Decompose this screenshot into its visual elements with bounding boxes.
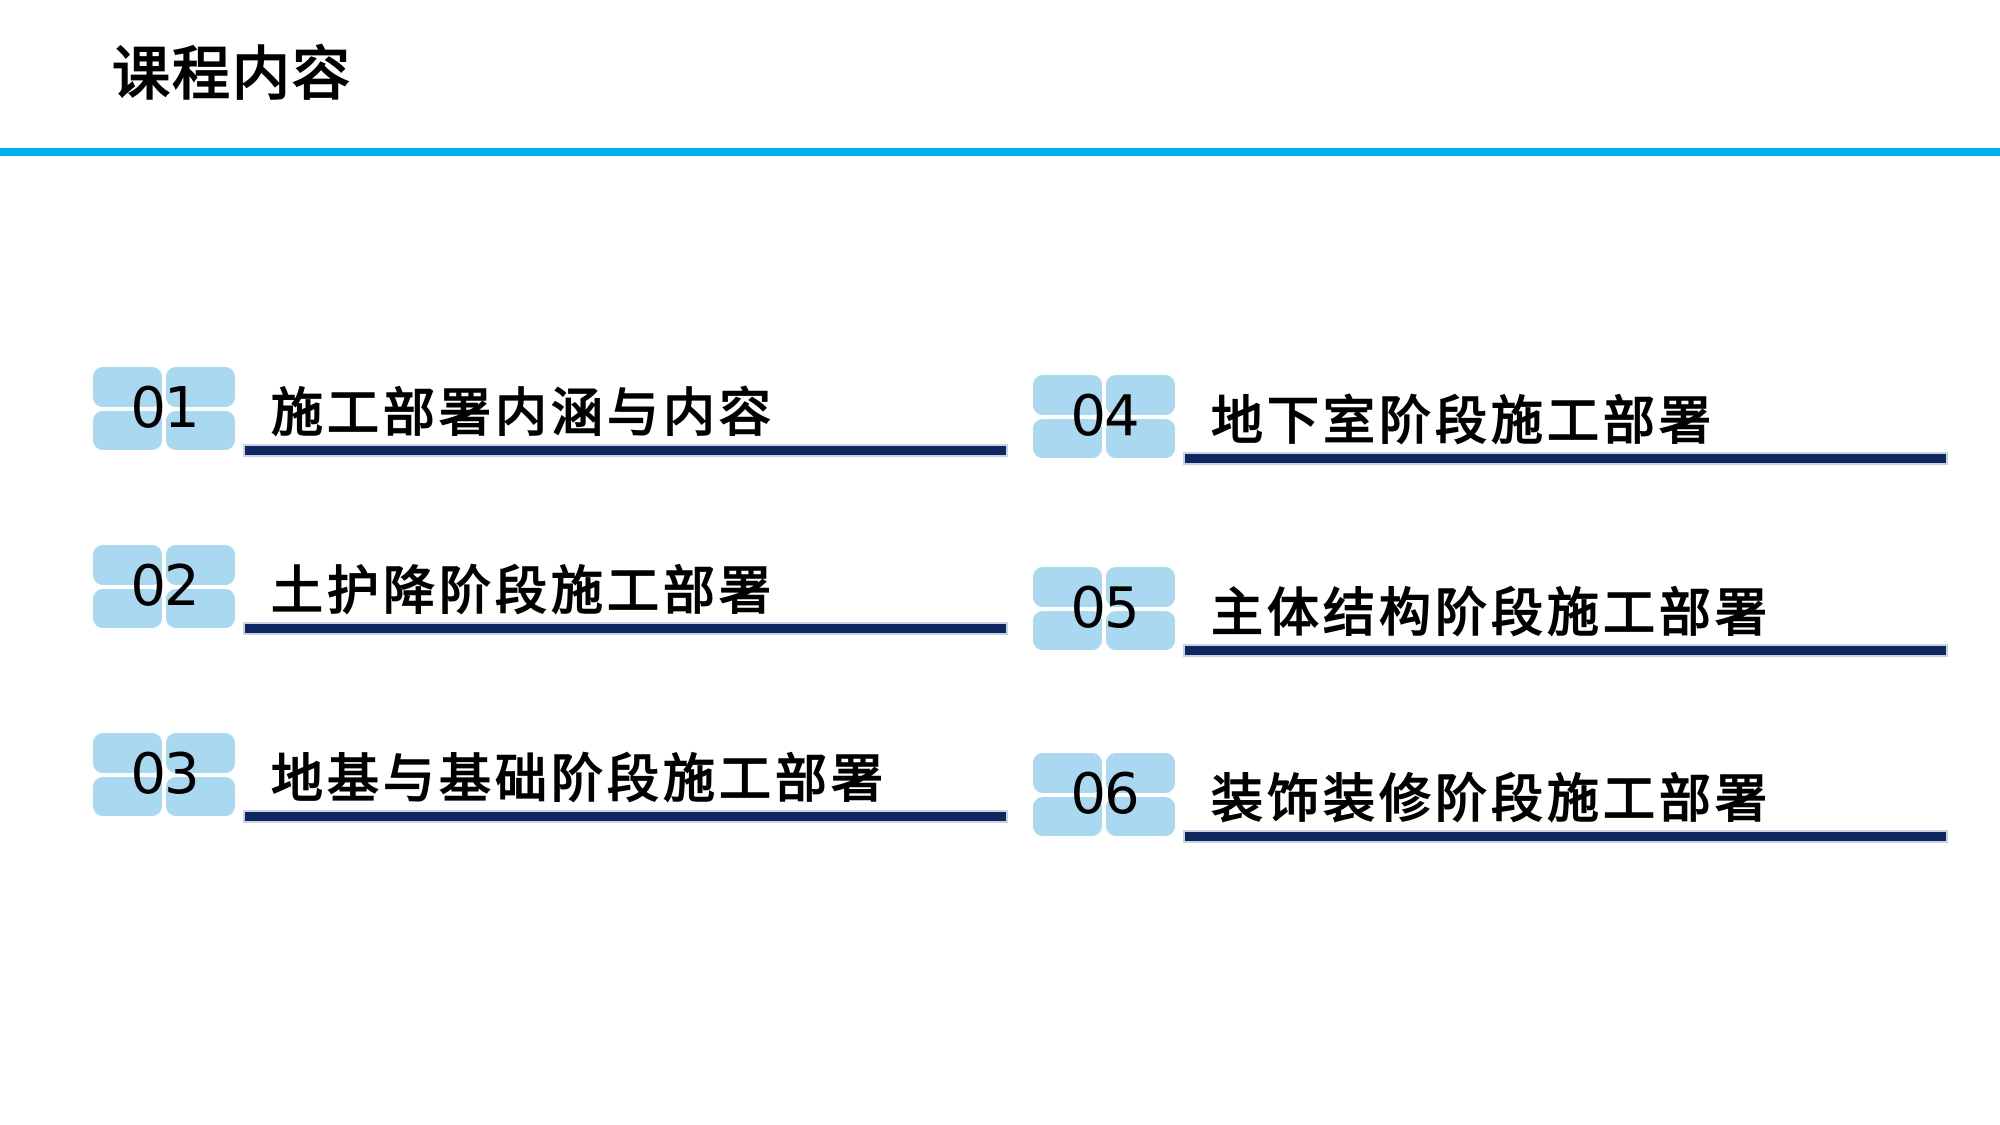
- number-badge: 02: [93, 545, 235, 628]
- badge-tile: [1033, 753, 1102, 793]
- number-badge: 06: [1033, 753, 1175, 836]
- badge-tile: [1033, 610, 1102, 650]
- toc-item-02: 02 土护降阶段施工部署: [93, 545, 1023, 641]
- item-number: 03: [130, 741, 199, 807]
- toc-item-04: 04 地下室阶段施工部署: [1033, 375, 1963, 471]
- item-label: 施工部署内涵与内容: [271, 385, 776, 443]
- badge-tile: [93, 410, 162, 450]
- badge-tile: [1033, 796, 1102, 836]
- item-label: 主体结构阶段施工部署: [1211, 585, 1772, 643]
- badge-tile: [1106, 418, 1175, 458]
- badge-tile: [1033, 418, 1102, 458]
- item-label: 地下室阶段施工部署: [1211, 393, 1716, 451]
- item-underline: [243, 444, 1008, 457]
- badge-tile: [93, 588, 162, 628]
- number-badge: 05: [1033, 567, 1175, 650]
- badge-tile: [166, 545, 235, 585]
- item-label: 装饰装修阶段施工部署: [1211, 771, 1772, 829]
- badge-tile: [93, 733, 162, 773]
- toc-item-05: 05 主体结构阶段施工部署: [1033, 567, 1963, 663]
- toc-item-01: 01 施工部署内涵与内容: [93, 367, 1023, 463]
- badge-tile: [1106, 375, 1175, 415]
- item-underline: [1183, 452, 1948, 465]
- number-badge: 01: [93, 367, 235, 450]
- item-number: 01: [130, 375, 199, 441]
- badge-tile: [1106, 796, 1175, 836]
- page-title: 课程内容: [112, 42, 353, 107]
- badge-tile: [1033, 567, 1102, 607]
- badge-tile: [1033, 375, 1102, 415]
- badge-tile: [166, 367, 235, 407]
- item-number: 05: [1070, 575, 1139, 641]
- item-underline: [1183, 830, 1948, 843]
- number-badge: 03: [93, 733, 235, 816]
- item-label: 土护降阶段施工部署: [271, 563, 776, 621]
- item-underline: [243, 810, 1008, 823]
- badge-tile: [166, 733, 235, 773]
- badge-tile: [93, 776, 162, 816]
- badge-tile: [1106, 567, 1175, 607]
- badge-tile: [166, 776, 235, 816]
- toc-item-03: 03 地基与基础阶段施工部署: [93, 733, 1023, 829]
- badge-tile: [166, 410, 235, 450]
- item-label: 地基与基础阶段施工部署: [271, 751, 888, 809]
- item-underline: [1183, 644, 1948, 657]
- badge-tile: [93, 545, 162, 585]
- number-badge: 04: [1033, 375, 1175, 458]
- item-number: 02: [130, 553, 199, 619]
- title-divider-line: [0, 148, 2000, 156]
- item-underline: [243, 622, 1008, 635]
- item-number: 04: [1070, 383, 1139, 449]
- badge-tile: [1106, 610, 1175, 650]
- badge-tile: [1106, 753, 1175, 793]
- item-number: 06: [1070, 761, 1139, 827]
- badge-tile: [93, 367, 162, 407]
- toc-item-06: 06 装饰装修阶段施工部署: [1033, 753, 1963, 849]
- badge-tile: [166, 588, 235, 628]
